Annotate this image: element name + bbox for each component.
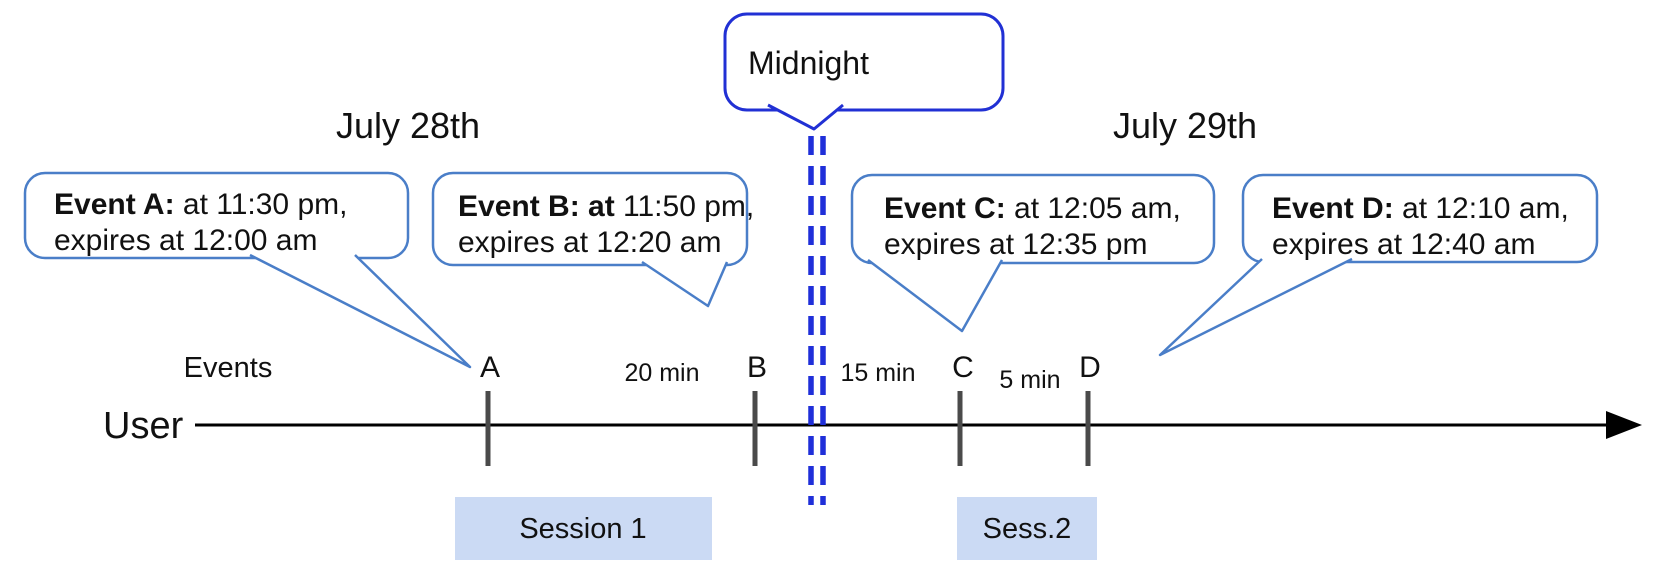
events-row-label: Events	[184, 352, 273, 384]
midnight-callout: Midnight	[723, 12, 1005, 131]
date-label-july-29: July 29th	[1113, 105, 1257, 146]
session-1-bar	[455, 497, 712, 560]
interval-label-5min: 5 min	[999, 366, 1060, 394]
event-a-callout-text: Event A: at 11:30 pm,expires at 12:00 am	[54, 188, 347, 257]
event-c-callout-tail	[867, 259, 1004, 333]
tick-label-d: D	[1079, 351, 1101, 384]
event-a-title: Event A:	[54, 188, 175, 221]
tick-label-c: C	[952, 351, 974, 384]
timeline-ticks: A B C D 20 min 15 min 5 min	[480, 351, 1101, 466]
event-b-callout-text: Event B: at 11:50 pm,expires at 12:20 am	[458, 190, 754, 259]
event-c-line2: expires at 12:35 pm	[884, 228, 1147, 261]
event-b-callout: Event B: at 11:50 pm,expires at 12:20 am	[431, 171, 754, 308]
tick-label-b: B	[747, 351, 767, 384]
session-2-label: Sess.2	[983, 513, 1072, 545]
session-2-bar	[957, 497, 1097, 560]
event-d-callout-text: Event D: at 12:10 am,expires at 12:40 am	[1272, 192, 1569, 261]
event-d-callout-box	[1241, 173, 1599, 264]
event-d-callout: Event D: at 12:10 am,expires at 12:40 am	[1158, 173, 1599, 357]
midnight-divider	[808, 136, 826, 505]
event-d-line2: expires at 12:40 am	[1272, 228, 1535, 261]
event-c-callout: Event C: at 12:05 am,expires at 12:35 pm	[850, 173, 1216, 333]
event-b-title: Event B: at	[458, 190, 615, 223]
midnight-callout-tail	[767, 103, 844, 131]
event-c-callout-box	[850, 173, 1216, 265]
event-a-detail: at 11:30 pm,	[175, 188, 348, 221]
event-d-title: Event D:	[1272, 192, 1394, 225]
date-label-july-28: July 28th	[336, 105, 480, 146]
event-a-callout-box	[23, 171, 410, 260]
event-c-title: Event C:	[884, 192, 1006, 225]
session-1-label: Session 1	[519, 513, 646, 545]
interval-label-15min: 15 min	[840, 359, 915, 387]
event-d-detail: at 12:10 am,	[1394, 192, 1569, 225]
event-a-line2: expires at 12:00 am	[54, 224, 317, 257]
event-b-callout-tail	[641, 260, 729, 308]
timeline-arrowhead-icon	[1606, 411, 1642, 439]
user-axis-label: User	[103, 405, 184, 447]
tick-label-a: A	[480, 351, 500, 384]
event-c-callout-text: Event C: at 12:05 am,expires at 12:35 pm	[884, 192, 1181, 261]
event-a-callout-tail	[249, 253, 472, 369]
event-a-callout: Event A: at 11:30 pm,expires at 12:00 am	[23, 171, 472, 369]
event-c-detail: at 12:05 am,	[1006, 192, 1181, 225]
session-bars: Session 1 Sess.2	[455, 497, 1097, 560]
event-b-detail: 11:50 pm,	[615, 190, 755, 223]
timeline-axis: User Events	[103, 352, 1642, 447]
midnight-callout-label: Midnight	[748, 45, 869, 81]
event-b-callout-box	[431, 171, 749, 267]
event-d-callout-tail	[1158, 257, 1353, 357]
interval-label-20min: 20 min	[624, 359, 699, 387]
event-b-line2: expires at 12:20 am	[458, 226, 721, 259]
midnight-callout-box	[723, 12, 1005, 112]
